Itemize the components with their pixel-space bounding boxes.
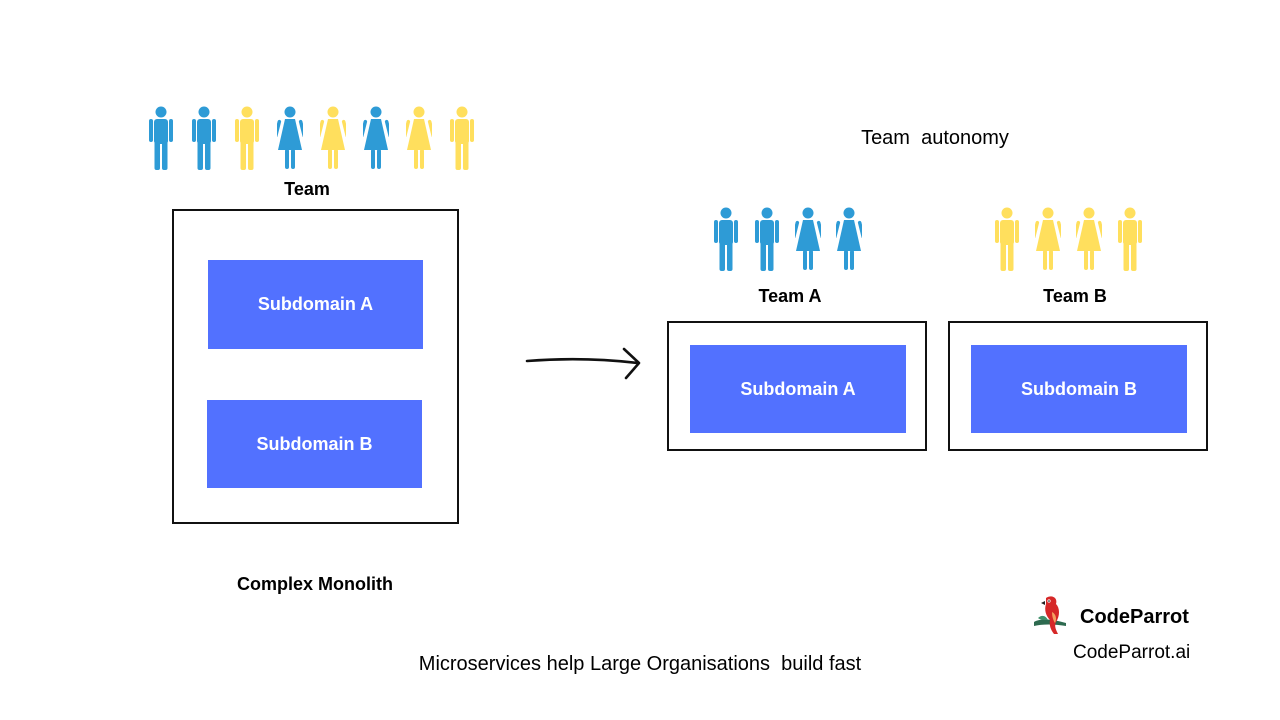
team-b-subdomain: Subdomain B [971, 345, 1187, 433]
man-icon [1118, 207, 1142, 271]
team-a-service-box [667, 321, 927, 451]
woman-icon [1076, 207, 1102, 270]
monolith-subdomain-b: Subdomain B [207, 400, 422, 488]
parrot-icon [1034, 596, 1066, 634]
monolith-subdomain-a: Subdomain A [208, 260, 423, 349]
woman-icon [836, 207, 862, 270]
monolith-box [172, 209, 459, 524]
team-b-people-group [994, 207, 1143, 273]
footer-caption: Microservices help Large Organisations b… [418, 653, 862, 675]
man-icon [755, 207, 779, 271]
team-b-label: Team B [1043, 286, 1107, 306]
woman-icon [406, 106, 432, 169]
arrow-right-icon [525, 347, 641, 380]
team-a-subdomain: Subdomain A [690, 345, 906, 433]
woman-icon [363, 106, 389, 169]
man-icon [192, 106, 216, 170]
man-icon [450, 106, 474, 170]
woman-icon [1035, 207, 1061, 270]
man-icon [235, 106, 259, 170]
team-b-service-box [948, 321, 1208, 451]
woman-icon [320, 106, 346, 169]
man-icon [714, 207, 738, 271]
man-icon [995, 207, 1019, 271]
woman-icon [277, 106, 303, 169]
man-icon [149, 106, 173, 170]
team-autonomy-heading: Team autonomy [861, 127, 1009, 149]
monolith-caption: Complex Monolith [237, 574, 393, 594]
team-a-label: Team A [758, 286, 822, 306]
woman-icon [795, 207, 821, 270]
team-label: Team [284, 179, 330, 199]
team-a-people-group [713, 207, 862, 273]
brand-name: CodeParrot [1080, 606, 1189, 628]
brand-url: CodeParrot.ai [1073, 642, 1191, 663]
team-people-group [148, 106, 475, 172]
